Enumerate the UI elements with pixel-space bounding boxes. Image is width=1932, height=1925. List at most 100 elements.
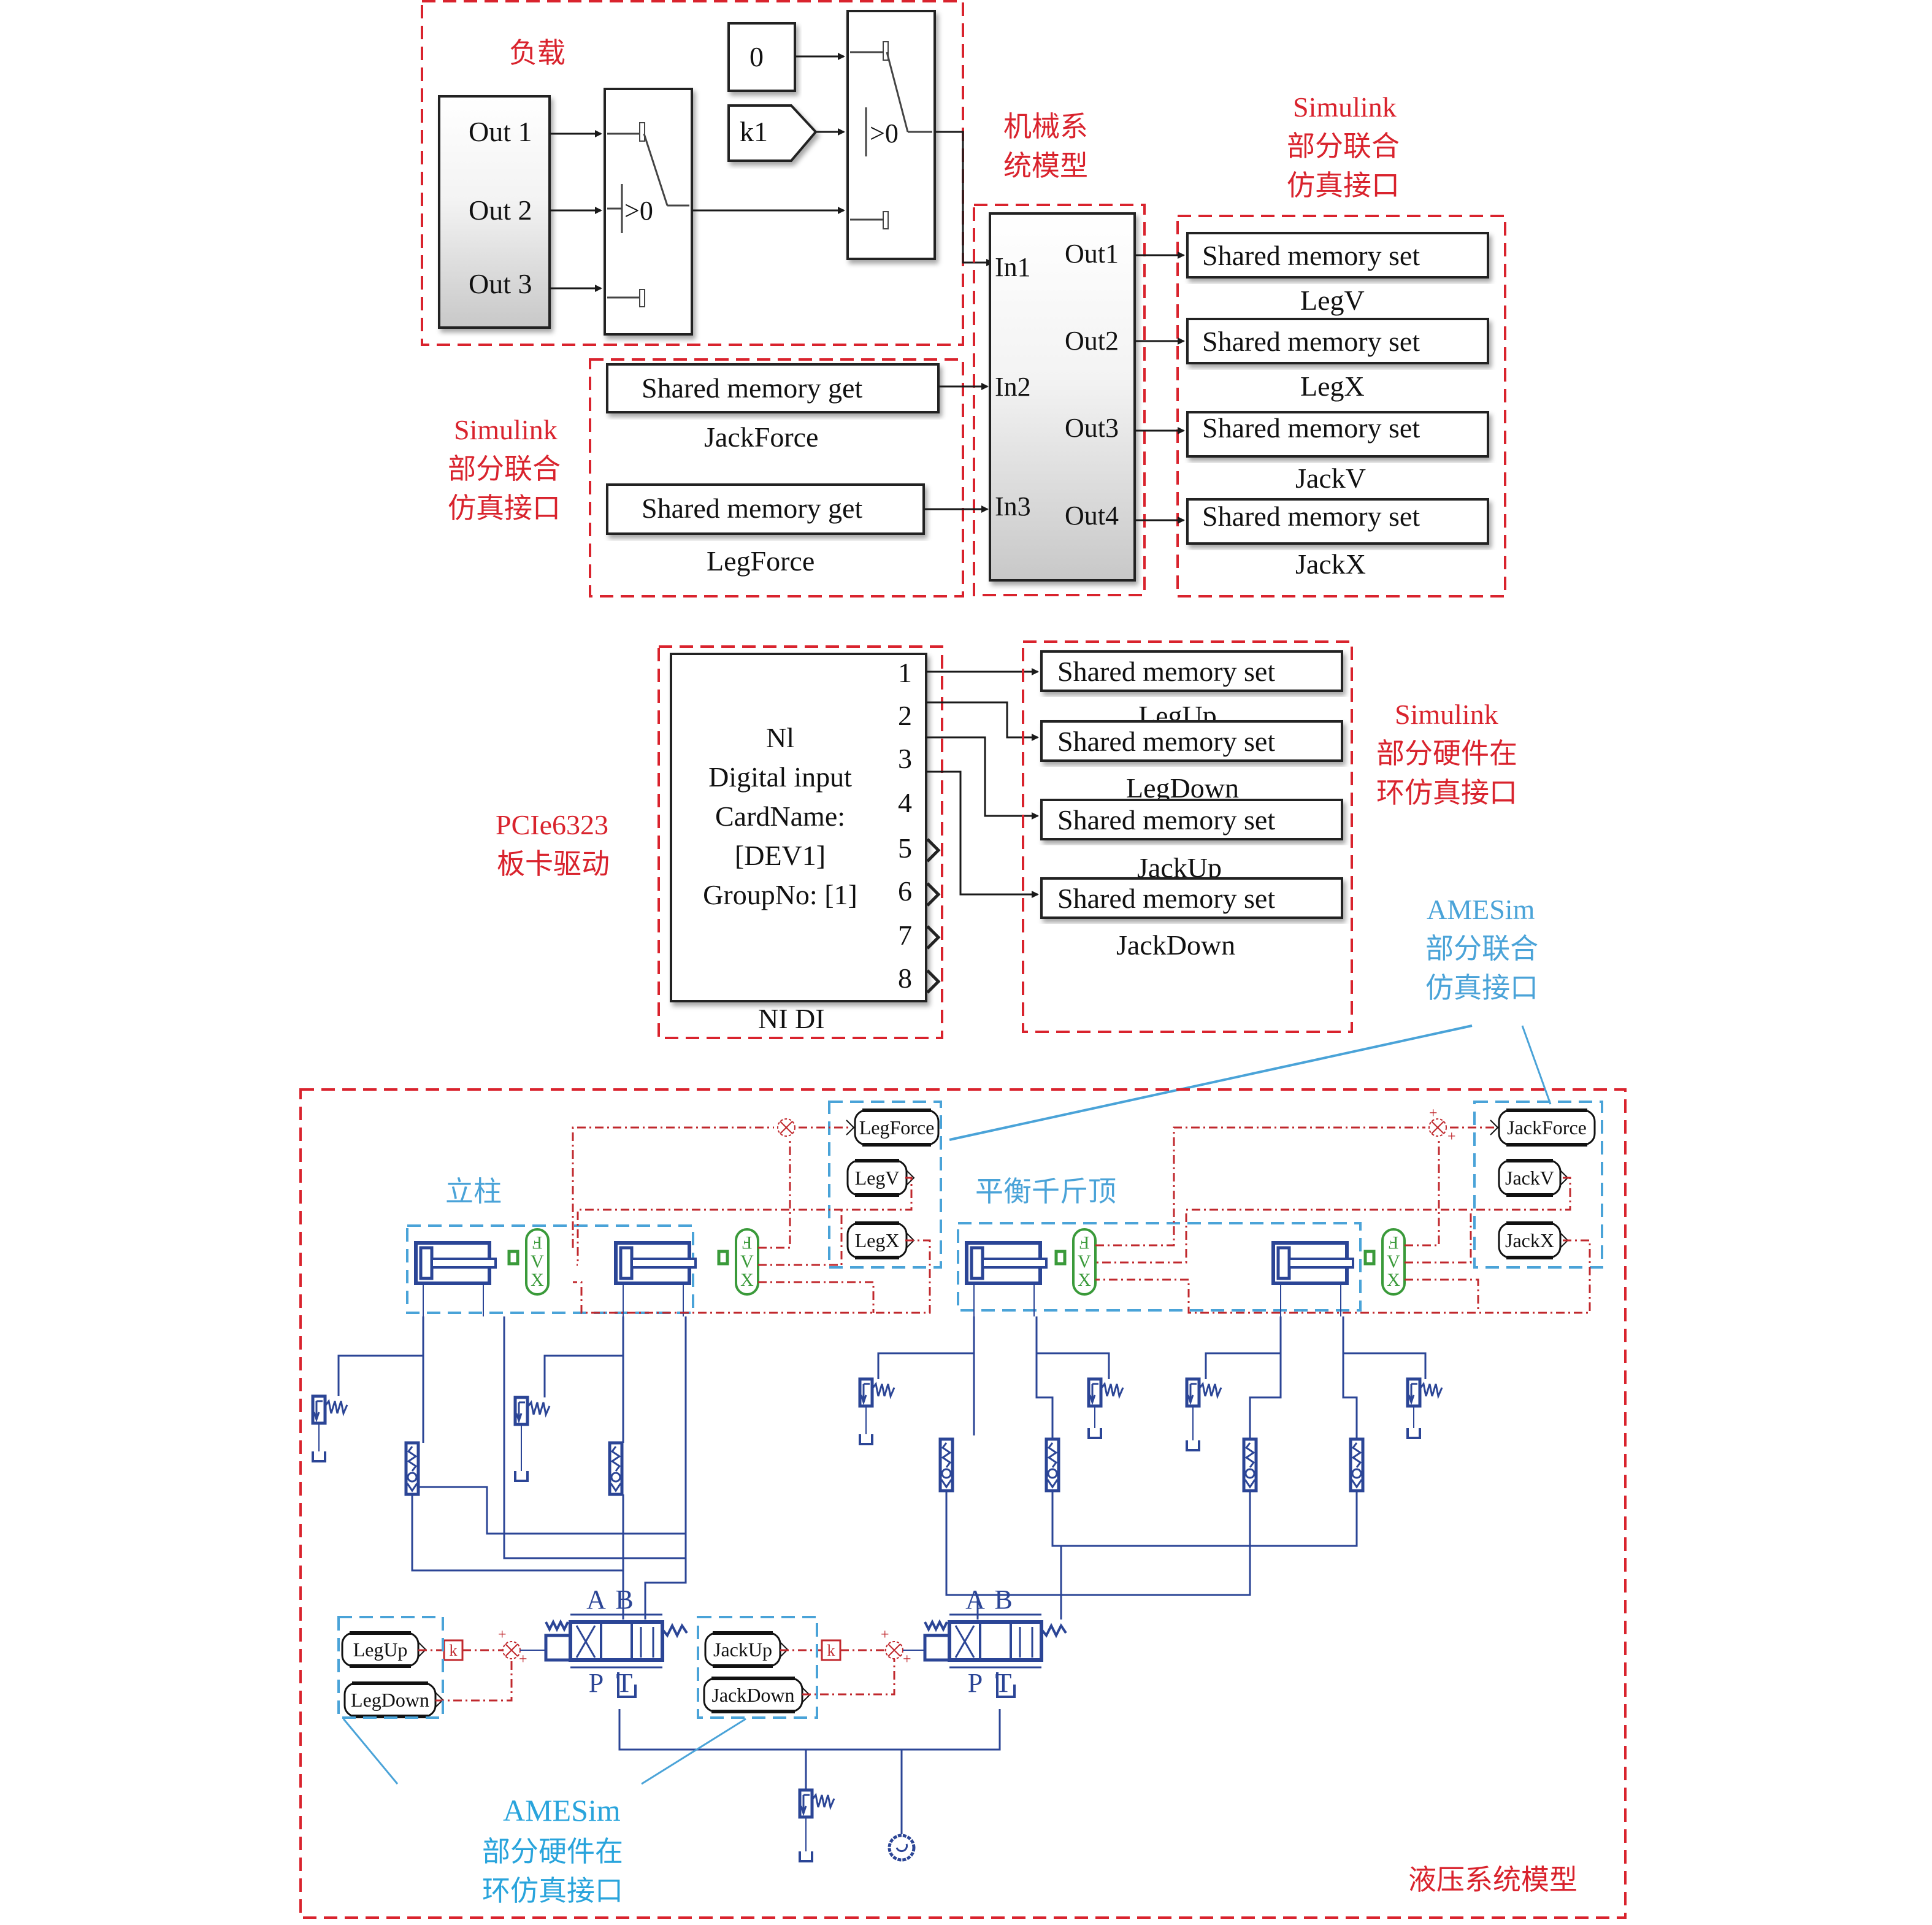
shm-set-legup[interactable]: Shared memory set LegUp <box>1040 650 1343 731</box>
sim-cosim-left-title-2: 部分联合 <box>448 453 561 485</box>
shm-set-label: Shared memory set <box>1202 326 1420 357</box>
check-valve-3 <box>1045 1437 1060 1493</box>
load-source-block[interactable] <box>438 95 551 329</box>
piston <box>419 1246 434 1280</box>
port-legup[interactable]: LegUp <box>341 1631 427 1668</box>
jack-sensor-2: FVX <box>1363 1228 1406 1296</box>
port-jackdown[interactable]: JackDown <box>703 1677 811 1713</box>
from-k1-label: k1 <box>740 116 768 147</box>
mech-title-line1: 机械系 <box>1003 111 1088 142</box>
sensor-letter: F <box>742 1232 753 1253</box>
load-out3-label: Out 3 <box>469 268 532 299</box>
sensor-letter: X <box>740 1270 754 1290</box>
shm-set-legx[interactable]: Shared memory set LegX <box>1186 318 1489 402</box>
spring-icon <box>526 1400 551 1418</box>
switch-block-1[interactable] <box>604 88 693 336</box>
tank-icon <box>514 1471 529 1482</box>
shm-set-legv[interactable]: Shared memory set LegV <box>1186 232 1489 316</box>
spring-icon <box>545 1619 569 1632</box>
valve-port-label: A <box>965 1585 985 1615</box>
port-legdown[interactable]: LegDown <box>343 1681 444 1718</box>
svg-text:[DEV1]: [DEV1] <box>735 840 826 871</box>
shm-get-legforce[interactable]: Shared memory get LegForce <box>606 483 925 577</box>
port-label: JackUp <box>713 1639 772 1661</box>
load-out2-label: Out 2 <box>469 194 532 226</box>
mech-system-block[interactable] <box>989 212 1136 582</box>
hydraulic-pipe <box>1342 1316 1358 1439</box>
port-jackup[interactable]: JackUp <box>704 1631 789 1668</box>
port-legv[interactable]: LegV <box>846 1159 915 1197</box>
directional-valve-body <box>948 1620 1043 1662</box>
shm-set-jackup[interactable]: Shared memory set JackUp <box>1040 799 1343 883</box>
plus-sign: + <box>881 1627 889 1643</box>
svg-text:8: 8 <box>898 962 912 994</box>
mech-title-line2: 统模型 <box>1003 150 1088 182</box>
port-arrow-icon <box>846 1120 855 1135</box>
tank-icon <box>312 1451 326 1462</box>
check-valve-icon <box>938 1437 954 1493</box>
port-arrow-icon <box>906 1170 915 1186</box>
jack-group-label: 平衡千斤顶 <box>975 1176 1116 1207</box>
constant-zero-block[interactable] <box>727 22 796 92</box>
spring-icon <box>324 1399 348 1417</box>
plus-sign: + <box>498 1627 507 1643</box>
hydraulic-pipe <box>1249 1316 1282 1439</box>
port-label: LegX <box>855 1229 900 1251</box>
check-valve-4 <box>1242 1437 1258 1493</box>
mech-out3: Out3 <box>1065 413 1119 443</box>
shm-set-name: JackV <box>1295 463 1366 494</box>
svg-text:CardName:: CardName: <box>715 801 845 832</box>
port-jackv[interactable]: JackV <box>1498 1159 1569 1197</box>
shm-set-jackv[interactable]: Shared memory set JackV <box>1186 411 1489 494</box>
ball <box>407 1472 418 1483</box>
shm-get-name: JackForce <box>704 421 818 453</box>
signal-line <box>1095 1177 1571 1264</box>
piston <box>619 1246 634 1280</box>
shm-get-jackforce[interactable]: Shared memory get JackForce <box>606 363 940 453</box>
port-label: JackV <box>1505 1167 1554 1189</box>
sensor-letter: F <box>532 1232 543 1253</box>
shm-set-name: JackX <box>1295 548 1366 580</box>
signal-line <box>1095 1239 1591 1314</box>
valve-port-label: P <box>589 1668 604 1698</box>
seat <box>406 1483 418 1493</box>
shm-set-label: Shared memory set <box>1057 656 1275 687</box>
fvx-sensor-icon <box>735 1228 759 1296</box>
port-jackx[interactable]: JackX <box>1498 1221 1569 1259</box>
hydraulic-pipe <box>543 1354 623 1397</box>
amesim-hil-title-1: AMESim <box>503 1793 621 1827</box>
sensor-letter: X <box>1387 1270 1400 1290</box>
sim-hil-title-3: 环仿真接口 <box>1376 777 1517 809</box>
relief-arrow <box>313 1400 323 1423</box>
sensor-letter: V <box>531 1251 544 1272</box>
ni-di-block[interactable] <box>670 653 927 1002</box>
piston-rod <box>431 1258 497 1269</box>
from-k1-block[interactable] <box>727 104 818 162</box>
relief-valve-6 <box>798 1788 835 1862</box>
valve-arrow <box>954 1625 975 1658</box>
port-jackforce[interactable]: JackForce <box>1490 1109 1596 1147</box>
callout-line <box>1521 1025 1552 1105</box>
piston <box>1276 1246 1291 1280</box>
sum-cross <box>780 1121 793 1134</box>
spring-icon <box>610 1446 621 1472</box>
port-legx[interactable]: LegX <box>846 1221 915 1259</box>
tank-icon <box>1186 1440 1200 1451</box>
jack-cylinder-2 <box>1271 1241 1354 1316</box>
port-label: JackDown <box>711 1684 794 1706</box>
relief-valve-0 <box>311 1394 348 1462</box>
shm-set-label: Shared memory set <box>1057 726 1275 757</box>
port-legforce[interactable]: LegForce <box>846 1109 940 1147</box>
mech-out4: Out4 <box>1065 501 1119 531</box>
sensor-letter: F <box>1079 1232 1090 1253</box>
shm-set-jackdown[interactable]: Shared memory set JackDown <box>1040 877 1343 961</box>
svg-text:4: 4 <box>898 787 912 818</box>
shm-set-jackx[interactable]: Shared memory set JackX <box>1186 498 1489 580</box>
constant-zero-value: 0 <box>749 41 764 72</box>
sim-cosim-right-title-2: 部分联合 <box>1287 131 1400 162</box>
shm-set-legdown[interactable]: Shared memory set LegDown <box>1040 720 1343 804</box>
amesim-jack-port-box <box>1473 1101 1603 1269</box>
svg-text:7: 7 <box>898 920 912 951</box>
check-valve-5 <box>1349 1437 1365 1493</box>
